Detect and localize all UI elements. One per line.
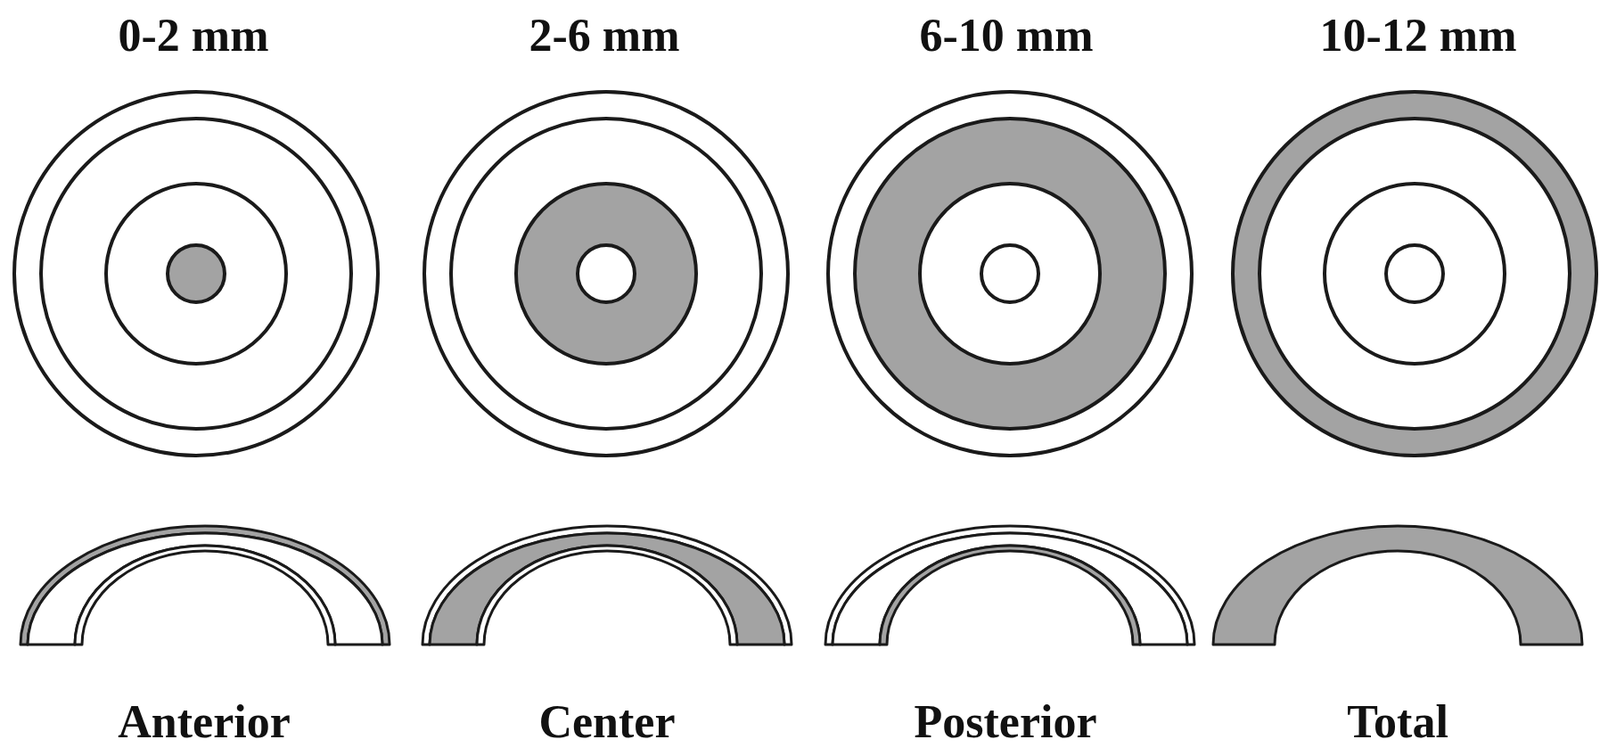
- region-label: Total: [1346, 698, 1449, 746]
- zone-circles: [14, 91, 378, 456]
- zone-circles: [424, 91, 788, 456]
- region-label: Center: [538, 698, 675, 746]
- zone-circles: [828, 91, 1192, 456]
- lens-section: [1213, 525, 1583, 645]
- lens-section: [825, 525, 1195, 645]
- zone-heading: 0-2 mm: [118, 12, 270, 59]
- zone-circles: [1232, 91, 1597, 456]
- region-label: Anterior: [117, 698, 290, 746]
- zone-heading: 6-10 mm: [919, 12, 1094, 59]
- zone-heading: 10-12 mm: [1320, 12, 1518, 59]
- zone-heading: 2-6 mm: [529, 12, 681, 59]
- region-label: Posterior: [913, 698, 1097, 746]
- lens-section: [20, 525, 390, 645]
- lens-section: [422, 525, 792, 645]
